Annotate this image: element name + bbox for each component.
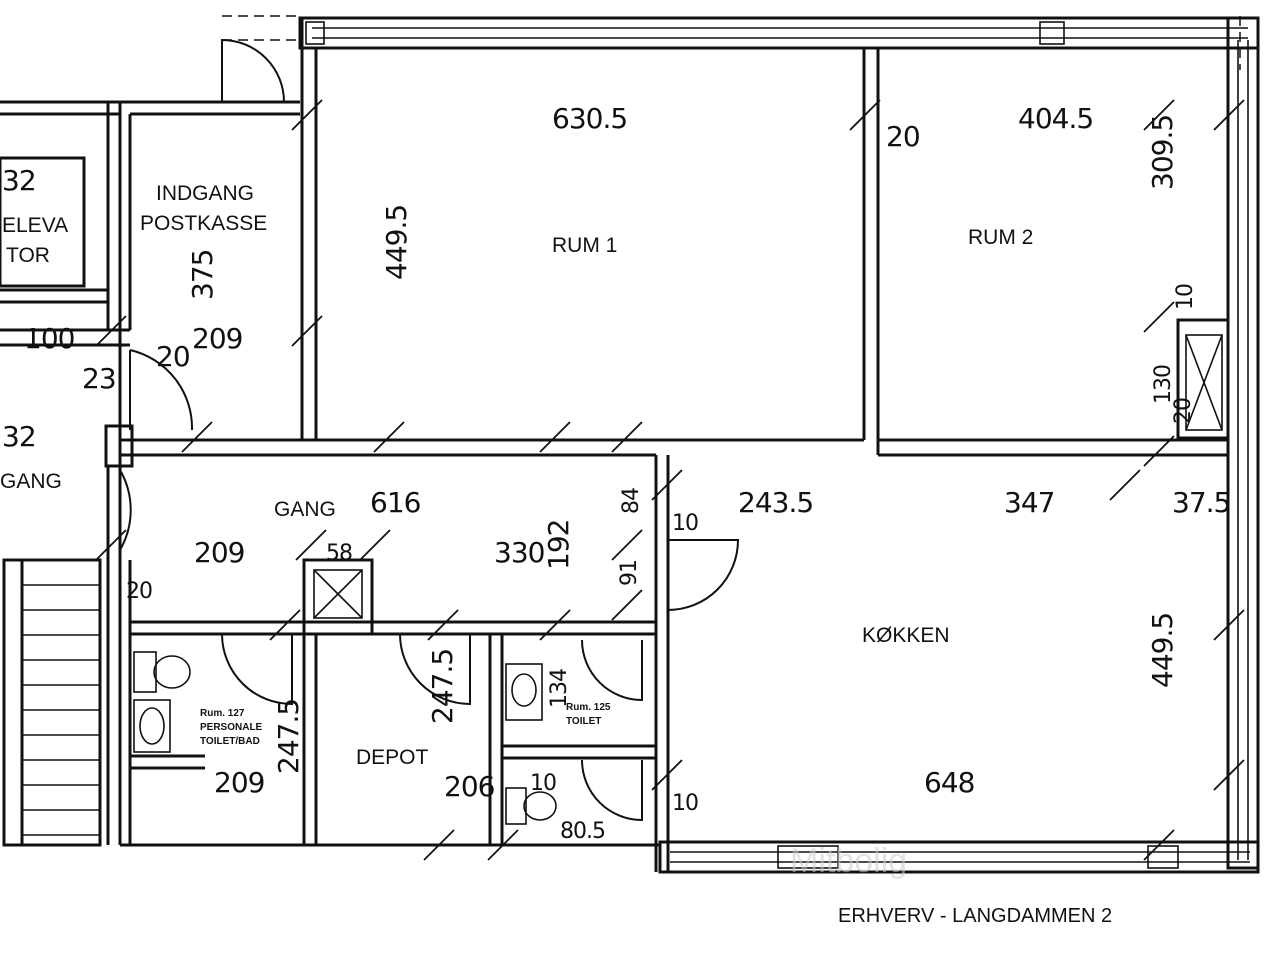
exterior-walls [298, 16, 1260, 874]
dim-209-toilet: 209 [214, 766, 264, 799]
dim-32-top: 32 [2, 164, 36, 197]
dim-347: 347 [1004, 486, 1054, 519]
dim-209-gang: 209 [194, 536, 244, 569]
room-label-rum1: RUM 1 [552, 234, 617, 257]
doors [119, 38, 740, 822]
toilet-label-rum127-b: PERSONALE [200, 722, 263, 733]
dim-330: 330 [494, 536, 544, 569]
dimension-ticks [95, 99, 1245, 861]
dim-10-gang: 10 [672, 511, 698, 536]
dim-404-5: 404.5 [1018, 102, 1093, 135]
plan-title: ERHVERV - LANGDAMMEN 2 [838, 905, 1112, 927]
dim-100: 100 [24, 322, 74, 355]
dim-206: 206 [444, 770, 495, 803]
dim-375: 375 [186, 250, 219, 300]
room-label-depot: DEPOT [356, 746, 429, 769]
dim-648: 648 [924, 766, 974, 799]
room-label-gang-left: GANG [0, 470, 62, 493]
toilet-label-rum125-a: Rum. 125 [566, 702, 611, 713]
room-label-postkasse: POSTKASSE [140, 212, 267, 235]
dim-10-right: 10 [1173, 284, 1198, 310]
dim-630-5: 630.5 [552, 102, 627, 135]
dim-20-door: 20 [156, 340, 190, 373]
staircase [2, 558, 102, 847]
dim-20-right: 20 [1171, 398, 1196, 424]
room-label-indgang: INDGANG [156, 182, 254, 205]
dim-209-indgang: 209 [192, 322, 242, 355]
dashed-guides [222, 15, 1241, 70]
toilet-label-rum127-c: TOILET/BAD [200, 736, 260, 747]
toilet-label-rum125-b: TOILET [566, 716, 601, 727]
dim-309-5: 309.5 [1146, 115, 1179, 190]
room-label-elevator-1: ELEVA [2, 214, 68, 237]
dim-449-5-kokken: 449.5 [1146, 613, 1179, 688]
dim-247-5-depot: 247.5 [426, 649, 459, 724]
fixtures [133, 651, 557, 825]
dim-32-mid: 32 [2, 420, 36, 453]
dim-20-top: 20 [886, 120, 920, 153]
room-label-gang: GANG [274, 498, 336, 521]
dim-134: 134 [547, 669, 572, 708]
dim-37-5: 37.5 [1172, 486, 1230, 519]
dim-84: 84 [619, 488, 644, 514]
dim-23: 23 [82, 362, 116, 395]
watermark: Mitbolig [790, 842, 907, 880]
interior-walls [0, 48, 1230, 872]
dim-192: 192 [542, 520, 575, 570]
dim-20-left: 20 [126, 579, 152, 604]
dim-10-bottom: 10 [672, 791, 698, 816]
dim-80-5: 80.5 [560, 819, 605, 844]
dim-449-5-rum1: 449.5 [380, 205, 413, 280]
dim-91: 91 [617, 560, 642, 586]
dim-130: 130 [1151, 365, 1176, 404]
toilet-label-rum127-a: Rum. 127 [200, 708, 245, 719]
dim-58: 58 [326, 541, 352, 566]
dim-616: 616 [370, 486, 421, 519]
dim-243-5: 243.5 [738, 486, 813, 519]
room-label-elevator-2: TOR [6, 244, 50, 267]
dim-247-5-toilet: 247.5 [272, 699, 305, 774]
room-label-rum2: RUM 2 [968, 226, 1033, 249]
dim-10-wc: 10 [530, 771, 556, 796]
room-label-kokken: KØKKEN [862, 624, 950, 647]
